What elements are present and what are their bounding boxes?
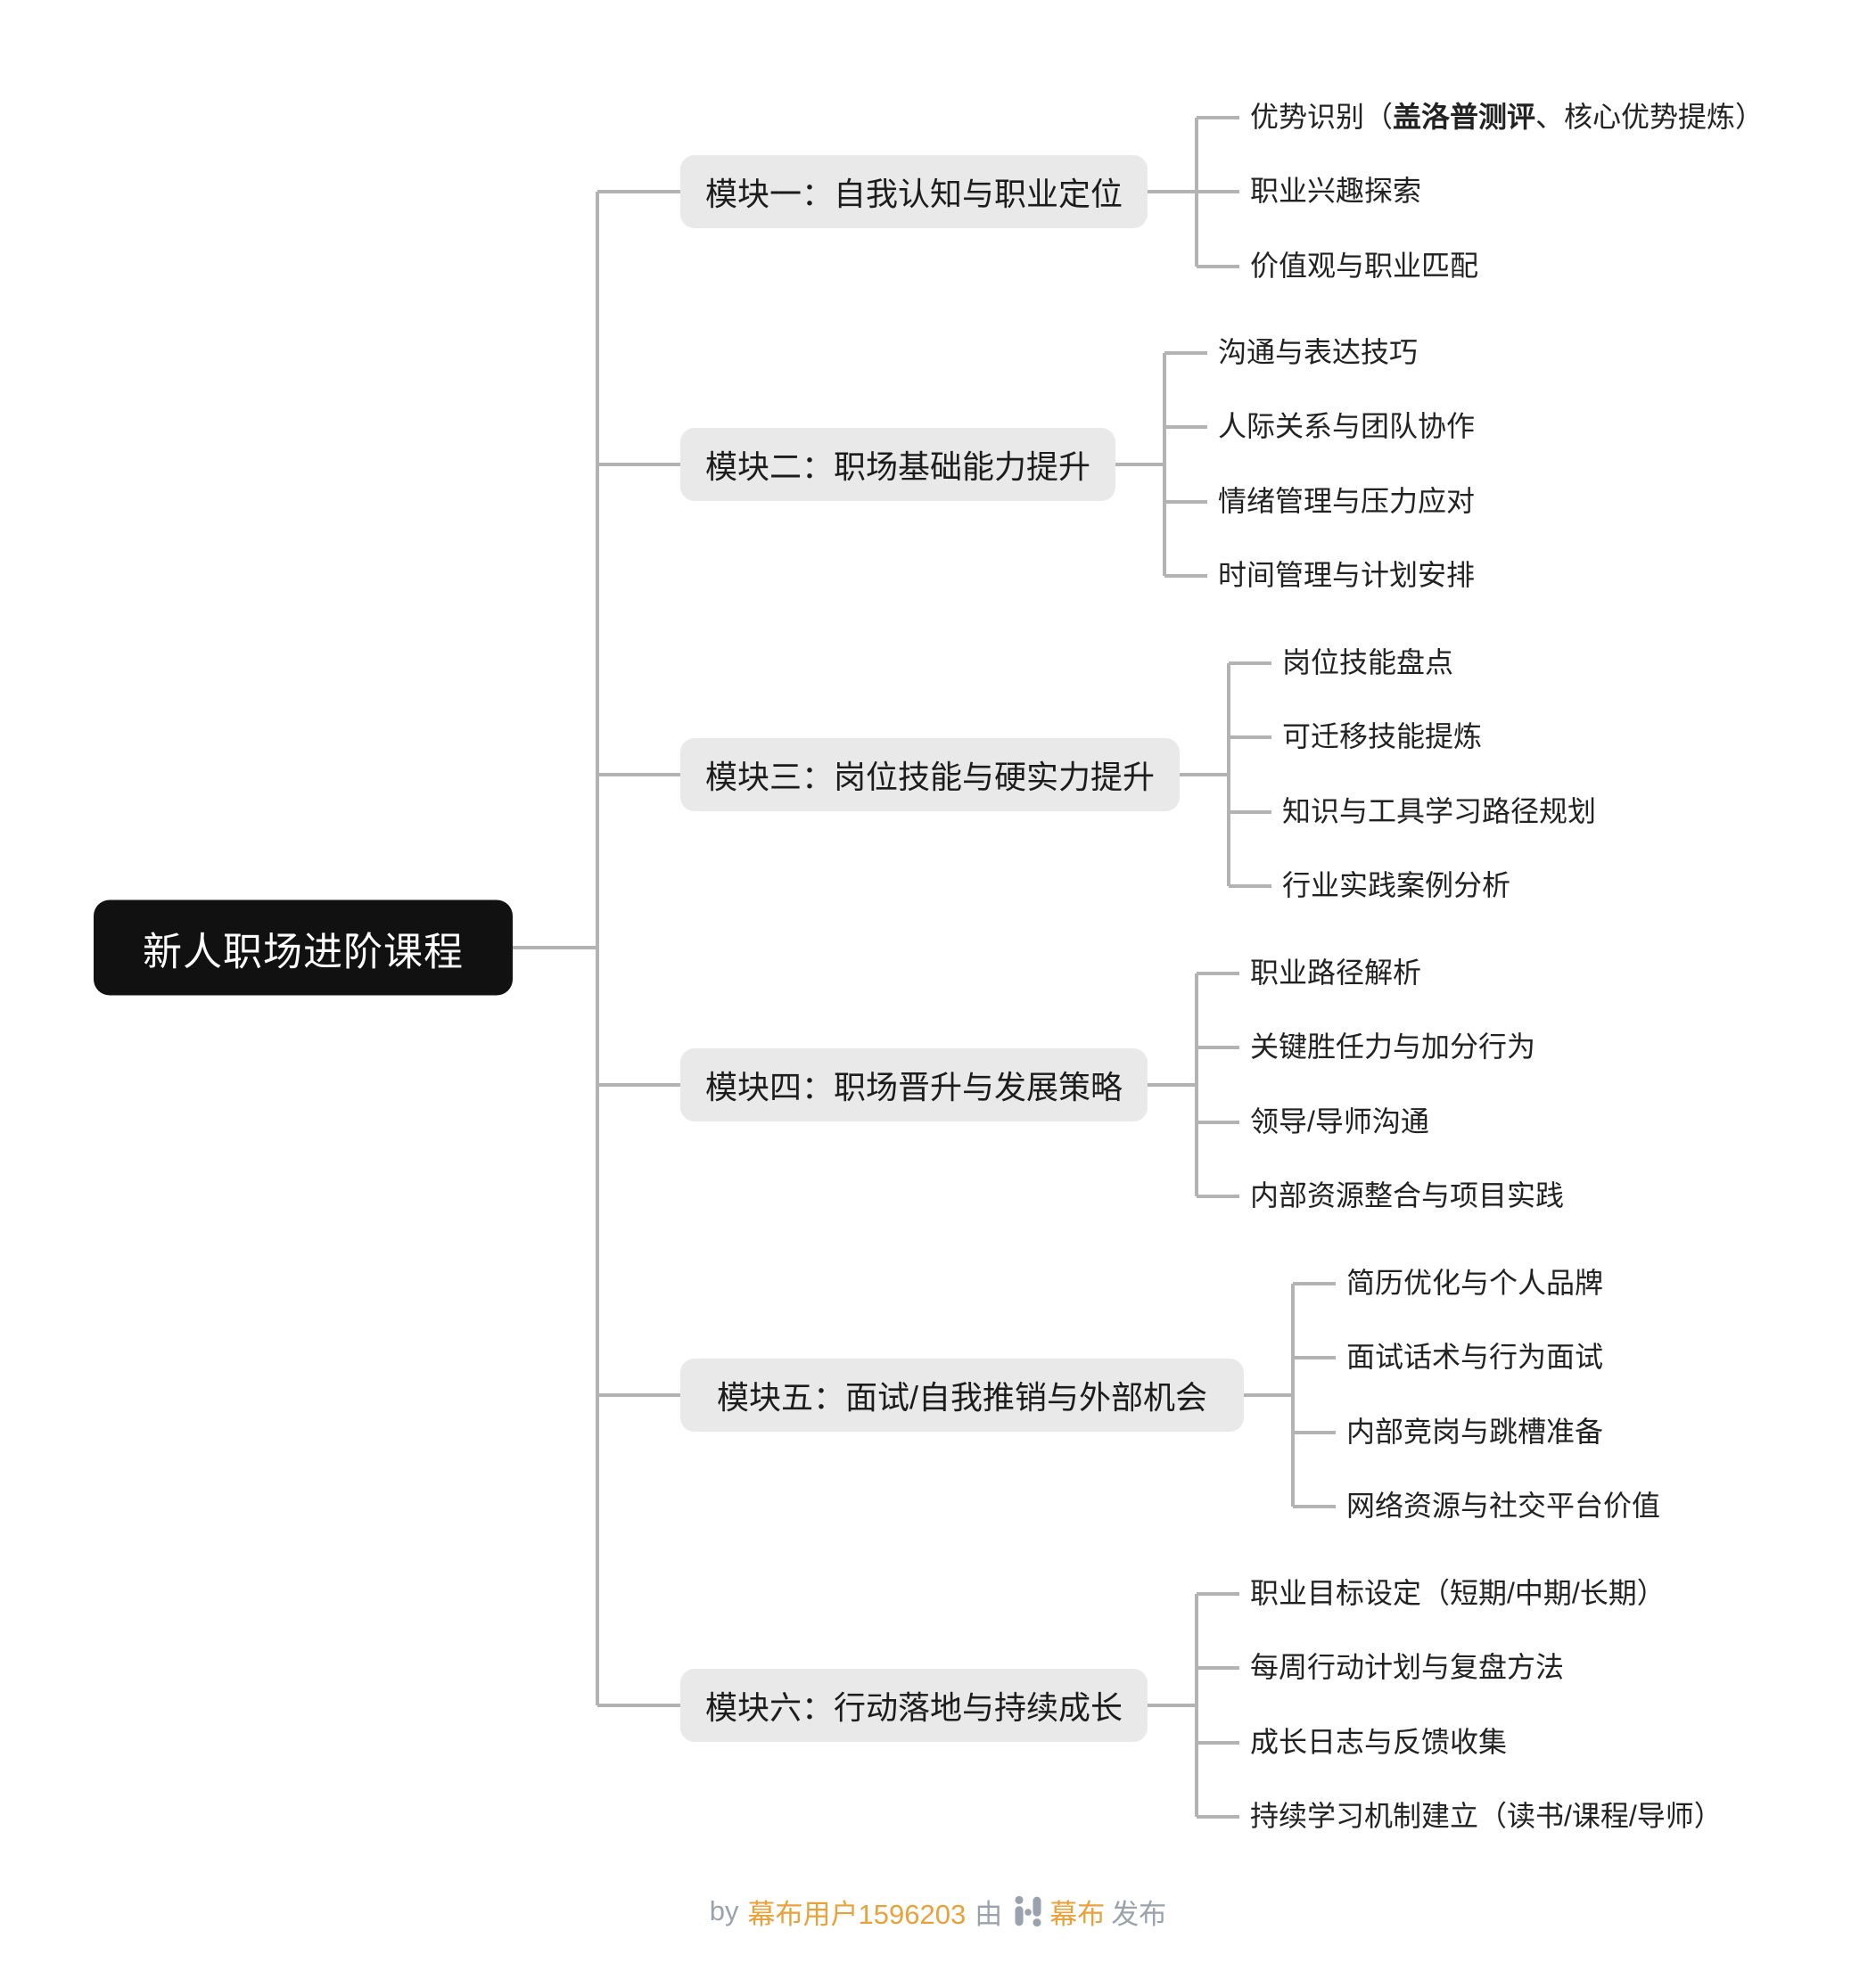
leaf-node[interactable]: 关键胜任力与加分行为 [1250,1031,1536,1064]
footer-via-label: 由 [975,1898,1003,1930]
leaf-node[interactable]: 每周行动计划与复盘方法 [1250,1651,1565,1684]
leaf-node[interactable]: 沟通与表达技巧 [1218,336,1419,369]
leaf-node[interactable]: 时间管理与计划安排 [1218,559,1476,592]
author-link[interactable]: 幕布用户1596203 [747,1898,967,1930]
footer-by-label: by [709,1895,739,1926]
branch-node-5[interactable]: 模块五：面试/自我推销与外部机会 [680,1359,1244,1432]
footer-publish-label: 发布 [1111,1898,1167,1930]
leaf-text-bold: 盖洛普测评 [1393,101,1536,134]
leaf-node[interactable]: 知识与工具学习路径规划 [1282,795,1597,828]
leaf-node[interactable]: 职业路径解析 [1250,957,1422,990]
leaf-node[interactable]: 网络资源与社交平台价值 [1346,1490,1661,1523]
leaf-node[interactable]: 优势识别（盖洛普测评、核心优势提炼） [1250,99,1764,136]
branch-node-2[interactable]: 模块二：职场基础能力提升 [680,428,1115,501]
leaf-node[interactable]: 成长日志与反馈收集 [1250,1726,1508,1759]
leaf-node[interactable]: 职业目标设定（短期/中期/长期） [1250,1577,1666,1610]
leaf-text: 、核心优势提炼） [1535,101,1765,134]
mubu-logo-icon[interactable] [1012,1893,1044,1929]
leaf-node[interactable]: 领导/导师沟通 [1250,1105,1429,1138]
footer-credit: by 幕布用户1596203 由 幕布 发布 [0,1891,1876,1932]
leaf-node[interactable]: 岗位技能盘点 [1282,646,1454,679]
branch-node-3[interactable]: 模块三：岗位技能与硬实力提升 [680,738,1180,811]
leaf-node[interactable]: 人际关系与团队协作 [1218,410,1476,443]
branch-node-6[interactable]: 模块六：行动落地与持续成长 [680,1669,1148,1742]
leaf-node[interactable]: 职业兴趣探索 [1250,175,1422,208]
leaf-node[interactable]: 内部资源整合与项目实践 [1250,1179,1565,1212]
leaf-node[interactable]: 情绪管理与压力应对 [1218,485,1476,518]
leaf-node[interactable]: 行业实践案例分析 [1282,869,1511,902]
leaf-node[interactable]: 内部竞岗与跳槽准备 [1346,1416,1604,1449]
leaf-node[interactable]: 面试话术与行为面试 [1346,1341,1604,1374]
leaf-node[interactable]: 可迁移技能提炼 [1282,720,1483,753]
leaf-text: 优势识别（ [1250,101,1394,134]
root-node[interactable]: 新人职场进阶课程 [94,899,513,996]
brand-link[interactable]: 幕布 [1049,1898,1106,1930]
branch-node-4[interactable]: 模块四：职场晋升与发展策略 [680,1048,1148,1121]
leaf-node[interactable]: 价值观与职业匹配 [1250,250,1479,283]
branch-node-1[interactable]: 模块一：自我认知与职业定位 [680,155,1148,228]
leaf-node[interactable]: 持续学习机制建立（读书/课程/导师） [1250,1800,1723,1833]
leaf-node[interactable]: 简历优化与个人品牌 [1346,1267,1604,1300]
